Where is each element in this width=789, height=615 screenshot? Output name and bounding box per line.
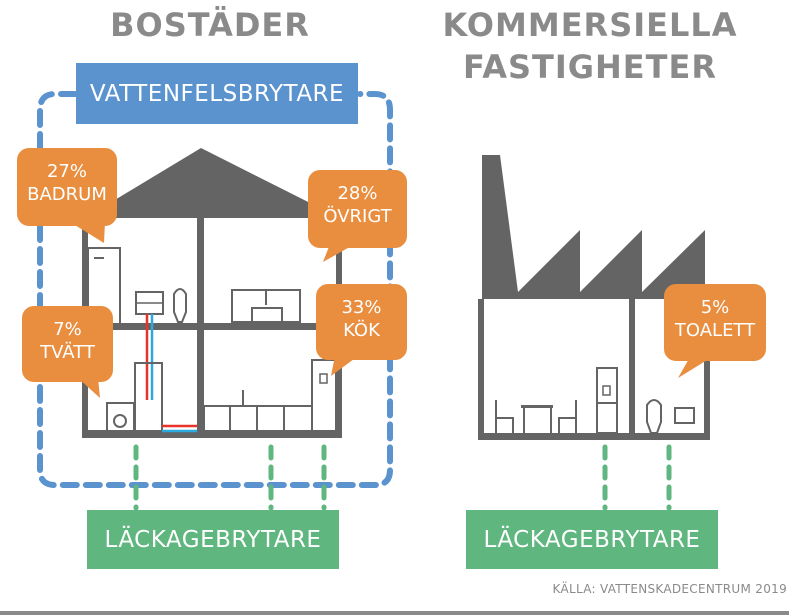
bottom-divider: [0, 611, 789, 615]
house-icon: [82, 148, 342, 438]
water-shutoff-loop: [37, 91, 393, 488]
callout-percent: 7%: [53, 319, 82, 340]
callout-label: TOALETT: [674, 320, 756, 341]
callout-toilet-text: 5% TOALETT: [664, 296, 766, 342]
commercial-leak-detector-box: LÄCKAGEBRYTARE: [466, 510, 718, 569]
callout-laundry-text: 7% TVÄTT: [22, 318, 113, 364]
callout-toilet: [664, 284, 766, 378]
callout-label: TVÄTT: [40, 342, 95, 363]
callout-percent: 27%: [46, 161, 87, 182]
residential-leak-detector-box: LÄCKAGEBRYTARE: [87, 510, 339, 569]
callout-other: [308, 170, 407, 262]
callout-label: KÖK: [343, 320, 380, 341]
callout-label: BADRUM: [27, 184, 107, 205]
factory-icon: [478, 155, 710, 440]
commercial-title-line1: KOMMERSIELLA: [442, 6, 738, 44]
commercial-leak-detector-label: LÄCKAGEBRYTARE: [483, 526, 701, 553]
callout-percent: 33%: [341, 297, 382, 318]
callout-percent: 28%: [337, 183, 378, 204]
water-shutoff-valve-label: VATTENFELSBRYTARE: [89, 80, 345, 107]
residential-title: BOSTÄDER: [110, 6, 310, 44]
callout-laundry: [22, 306, 113, 398]
callout-other-text: 28% ÖVRIGT: [308, 182, 407, 228]
commercial-title-line2: FASTIGHETER: [463, 48, 717, 86]
residential-leak-detector-label: LÄCKAGEBRYTARE: [104, 526, 322, 553]
callout-bathroom: [17, 148, 117, 243]
callout-kitchen: [316, 284, 407, 376]
callout-bathroom-text: 27% BADRUM: [17, 160, 117, 206]
water-shutoff-valve-box: VATTENFELSBRYTARE: [76, 63, 358, 124]
source-note: KÄLLA: VATTENSKADECENTRUM 2019: [552, 582, 787, 596]
callout-label: ÖVRIGT: [323, 206, 392, 227]
callout-percent: 5%: [700, 297, 730, 318]
callout-kitchen-text: 33% KÖK: [316, 296, 407, 342]
